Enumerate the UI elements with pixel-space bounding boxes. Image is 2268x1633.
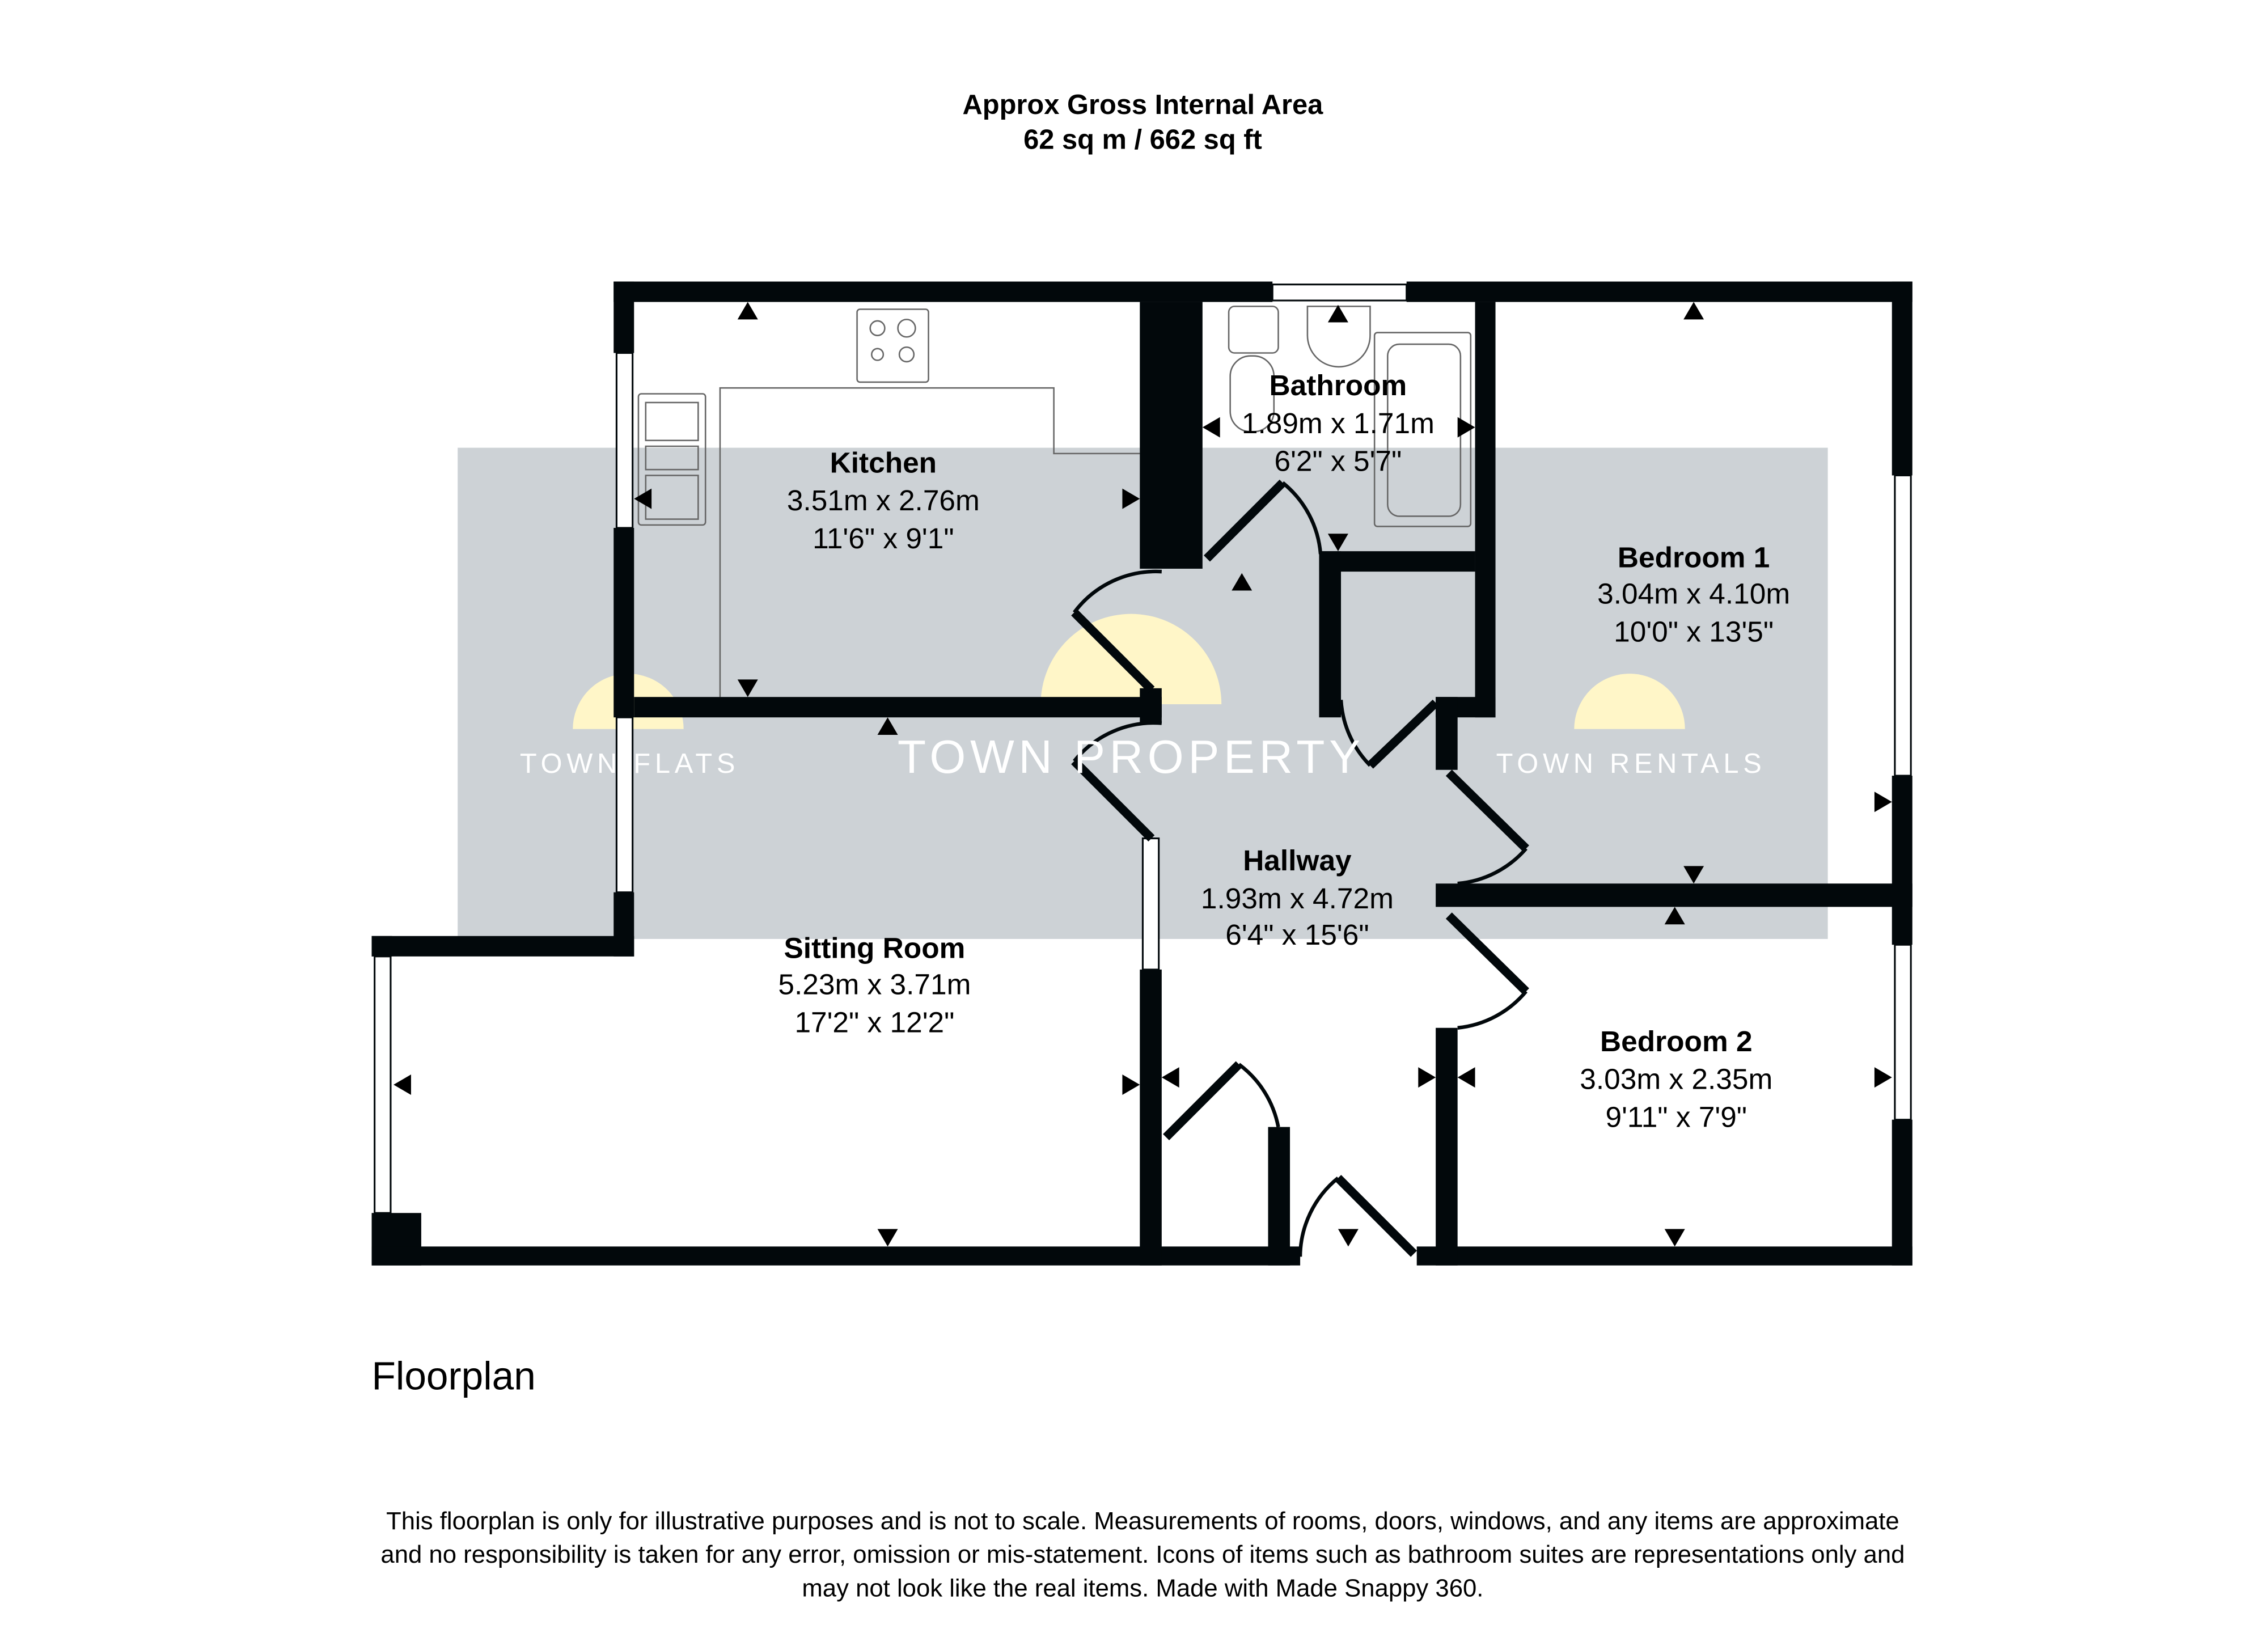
- room-kitchen: Kitchen 3.51m x 2.76m 11'6" x 9'1": [787, 446, 980, 555]
- window: [1271, 284, 1408, 302]
- room-name: Bedroom 1: [1618, 540, 1770, 573]
- room-imperial: 17'2" x 12'2": [794, 1005, 954, 1038]
- room-imperial: 9'11" x 7'9": [1606, 1101, 1747, 1133]
- measurement-arrows: [393, 302, 1892, 1247]
- window: [1894, 474, 1912, 777]
- room-name: Bathroom: [1270, 369, 1407, 401]
- worktop-outline: [719, 387, 1140, 697]
- disclaimer-line: may not look like the real items. Made w…: [802, 1574, 1483, 1602]
- room-metric: 3.03m x 2.35m: [1580, 1063, 1772, 1095]
- basin-icon: [1306, 305, 1371, 368]
- walls: [371, 281, 1912, 1266]
- watermark-right-text: TOWN RENTALS: [1496, 748, 1766, 779]
- room-hallway: Hallway 1.93m x 4.72m 6'4" x 15'6": [1201, 844, 1394, 951]
- disclaimer-line: and no responsibility is taken for any e…: [380, 1541, 1905, 1568]
- room-sitting-room: Sitting Room 5.23m x 3.71m 17'2" x 12'2": [778, 931, 971, 1038]
- area-title: Approx Gross Internal Area: [963, 90, 1324, 120]
- room-name: Kitchen: [830, 446, 937, 479]
- area-value: 62 sq m / 662 sq ft: [1023, 125, 1262, 155]
- window: [1141, 837, 1160, 971]
- room-name: Sitting Room: [784, 931, 966, 964]
- doors: [1071, 479, 1529, 1257]
- room-name: Bedroom 2: [1600, 1025, 1753, 1057]
- room-bedroom-2: Bedroom 2 3.03m x 2.35m 9'11" x 7'9": [1580, 1025, 1772, 1133]
- room-imperial: 6'2" x 5'7": [1275, 445, 1402, 477]
- room-metric: 1.93m x 4.72m: [1201, 882, 1394, 915]
- room-imperial: 11'6" x 9'1": [813, 522, 954, 555]
- floor-label: Floorplan: [372, 1353, 536, 1398]
- window: [374, 955, 392, 1214]
- toilet-icon: [1228, 305, 1279, 433]
- window: [615, 716, 634, 894]
- room-name: Hallway: [1243, 844, 1352, 877]
- watermark-center-text: TOWN PROPERTY: [898, 731, 1365, 783]
- room-bedroom-1: Bedroom 1 3.04m x 4.10m 10'0" x 13'5": [1597, 540, 1790, 648]
- disclaimer-line: This floorplan is only for illustrative …: [386, 1507, 1899, 1535]
- room-metric: 1.89m x 1.71m: [1242, 407, 1435, 439]
- hob-icon: [856, 308, 929, 383]
- disclaimer: This floorplan is only for illustrative …: [380, 1507, 1905, 1602]
- room-metric: 3.04m x 4.10m: [1597, 577, 1790, 610]
- window: [1894, 944, 1912, 1121]
- watermark-left-text: TOWN FLATS: [520, 748, 739, 779]
- room-bathroom: Bathroom 1.89m x 1.71m 6'2" x 5'7": [1242, 369, 1435, 477]
- room-metric: 3.51m x 2.76m: [787, 484, 980, 517]
- watermark-logo-center: [1040, 614, 1222, 705]
- room-metric: 5.23m x 3.71m: [778, 968, 971, 1001]
- window: [615, 352, 634, 529]
- room-imperial: 10'0" x 13'5": [1614, 615, 1774, 648]
- room-imperial: 6'4" x 15'6": [1225, 918, 1369, 951]
- watermark-logo-right: [1574, 674, 1685, 729]
- sink-icon: [637, 393, 706, 526]
